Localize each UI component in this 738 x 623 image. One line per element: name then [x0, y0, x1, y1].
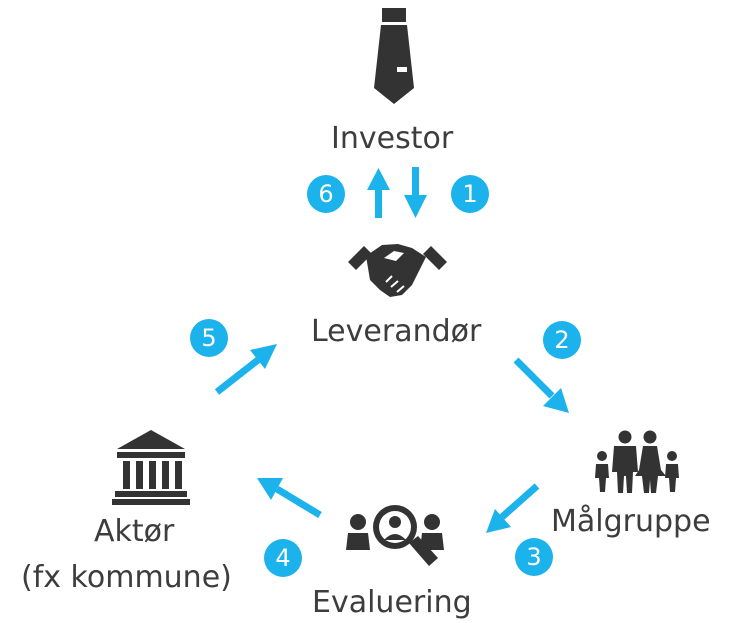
aktor-label-line2: (fx kommune)	[21, 560, 232, 595]
step-badge-2: 2	[543, 321, 581, 359]
arrow-step-4	[257, 478, 322, 518]
malgruppe-label: Målgruppe	[551, 504, 711, 539]
aktor-label-line1: Aktør	[94, 514, 175, 549]
arrow-step-5	[214, 344, 277, 395]
handshake-icon	[348, 244, 447, 297]
arrow-step-2	[513, 357, 569, 413]
step-badge-3: 3	[515, 538, 553, 576]
investor-label: Investor	[331, 121, 454, 156]
evaluering-label: Evaluering	[312, 585, 472, 620]
arrow-up-step-6	[367, 168, 390, 218]
leverandor-label: Leverandør	[311, 314, 482, 349]
magnifier-people-icon	[346, 505, 444, 566]
arrow-down-step-1	[404, 167, 427, 218]
step-badge-1: 1	[451, 175, 489, 213]
step-badge-4: 4	[264, 539, 302, 577]
family-icon	[595, 430, 679, 493]
arrow-step-3	[486, 483, 540, 533]
necktie-icon	[374, 8, 414, 104]
government-building-icon	[112, 430, 190, 505]
step-badge-5: 5	[190, 319, 228, 357]
step-badge-6: 6	[307, 175, 345, 213]
